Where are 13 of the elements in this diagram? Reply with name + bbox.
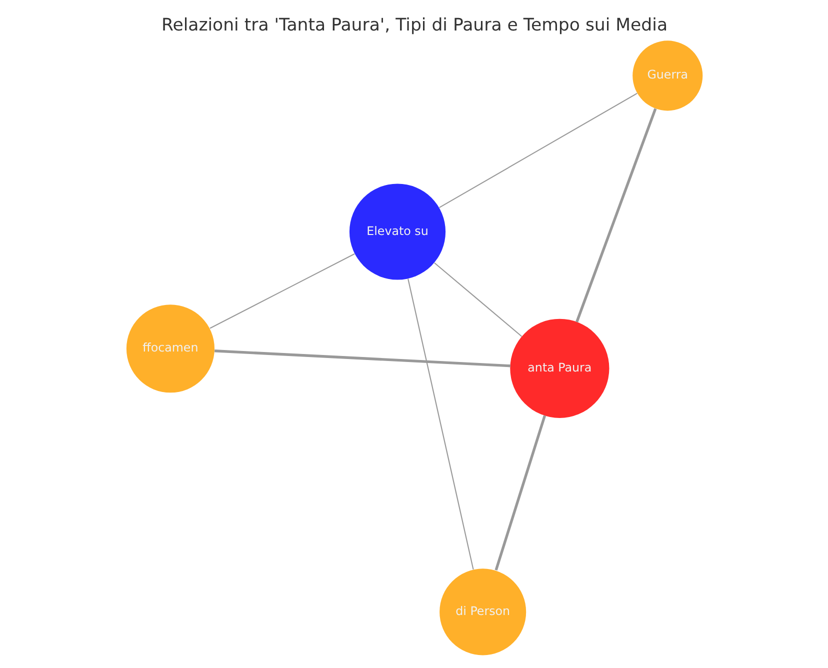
node-circle: di Person [439, 568, 526, 656]
connector [214, 350, 510, 368]
diagram-title: Relazioni tra 'Tanta Paura', Tipi di Paura e Tempo sui Media [160, 16, 668, 36]
connector [209, 253, 354, 329]
connector [438, 92, 637, 208]
connector [494, 415, 546, 571]
connector [407, 278, 474, 570]
node-circle: anta Paura [510, 318, 609, 418]
node-circle: Elevato su [348, 184, 446, 280]
node-circle: ffocamen [126, 304, 214, 393]
node-circle: Guerra [632, 40, 702, 111]
connector [575, 108, 656, 322]
connector [434, 262, 522, 337]
